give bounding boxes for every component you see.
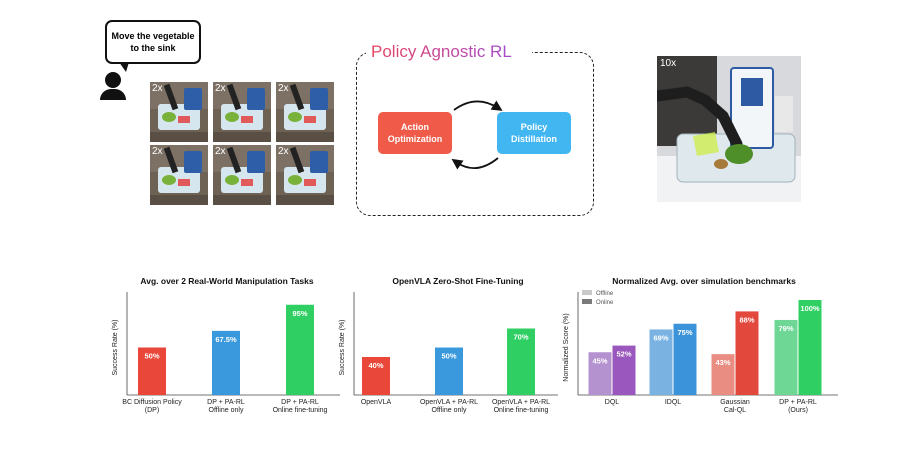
- tick-label: IDQL: [665, 399, 681, 406]
- robot-photo: 10x: [657, 56, 801, 202]
- bar-value-label: 40%: [368, 361, 383, 370]
- bar: [507, 328, 535, 395]
- tick-label: Online fine-tuning: [273, 407, 328, 414]
- tick-label: OpenVLA + PA-RL: [420, 399, 478, 406]
- tick-label: DP + PA-RL: [207, 399, 245, 406]
- legend-swatch: [582, 299, 592, 304]
- action-optimization-box: Action Optimization: [378, 112, 452, 154]
- bar-value-label: 50%: [144, 352, 159, 361]
- bar-value-label: 88%: [739, 315, 754, 324]
- rollout-photo-tile: 2x: [150, 145, 208, 205]
- bar-value-label: 50%: [441, 352, 456, 361]
- bar: [286, 304, 314, 395]
- chart1-title: Avg. over 2 Real-World Manipulation Task…: [140, 276, 314, 286]
- bar: [711, 354, 735, 395]
- title-mask: [366, 46, 532, 58]
- policy-distillation-box: Policy Distillation: [497, 112, 571, 154]
- bottom-arrow: [451, 157, 499, 170]
- chart3-title: Normalized Avg. over simulation benchmar…: [612, 276, 796, 286]
- bar-value-label: 43%: [715, 358, 730, 367]
- rollout-photo-tile: 2x: [213, 145, 271, 205]
- rollout-photo-tile: 2x: [276, 82, 334, 142]
- speed-label: 2x: [215, 146, 226, 157]
- top-arrow: [453, 100, 503, 111]
- legend-label: Offline: [596, 291, 614, 297]
- speed-label: 2x: [215, 83, 226, 94]
- tick-label: DP + PA-RL: [281, 399, 319, 406]
- bar: [649, 329, 673, 395]
- person-icon: [105, 72, 121, 88]
- speed-label: 2x: [278, 146, 289, 157]
- bar-value-label: 52%: [616, 350, 631, 359]
- bar: [798, 300, 822, 395]
- y-axis-label: Success Rate (%): [339, 319, 346, 375]
- bar: [212, 330, 240, 395]
- cycle-arrows: [451, 100, 503, 170]
- bar-value-label: 67.5%: [215, 335, 237, 344]
- tick-label: OpenVLA + PA-RL: [492, 399, 550, 406]
- tick-label: DP + PA-RL: [779, 399, 817, 406]
- speed-label: 2x: [152, 146, 163, 157]
- bar-value-label: 70%: [513, 333, 528, 342]
- tick-label: DQL: [605, 399, 620, 406]
- bar-value-label: 75%: [677, 328, 692, 337]
- tick-label: Gaussian: [720, 399, 750, 406]
- bar-value-label: 45%: [592, 356, 607, 365]
- instruction-bubble: Move the vegetable to the sink: [105, 20, 201, 64]
- bar: [138, 347, 166, 395]
- bar-value-label: 79%: [778, 324, 793, 333]
- legend-label: Online: [596, 300, 614, 306]
- bar-value-label: 95%: [292, 309, 307, 318]
- bar-value-label: 69%: [653, 333, 668, 342]
- policy-agnostic-rl-title: Policy Agnostic RL: [368, 42, 515, 62]
- bar: [774, 319, 798, 395]
- tick-label: Cal-QL: [724, 407, 746, 414]
- tick-label: Offline only: [209, 407, 244, 414]
- legend-swatch: [582, 290, 592, 295]
- bar: [588, 352, 612, 395]
- instruction-text: Move the vegetable to the sink: [111, 31, 195, 53]
- y-axis-label: Normalized Score (%): [563, 313, 570, 381]
- chart2-title: OpenVLA Zero-Shot Fine-Tuning: [392, 276, 524, 286]
- tick-label: (DP): [145, 407, 159, 414]
- rollout-photo-tile: 2x: [150, 82, 208, 142]
- bar: [362, 357, 390, 395]
- bar: [435, 347, 463, 395]
- y-axis-label: Success Rate (%): [112, 319, 119, 375]
- rollout-photo-tile: 2x: [213, 82, 271, 142]
- tick-label: OpenVLA: [361, 399, 392, 406]
- speed-label: 2x: [152, 83, 163, 94]
- tick-label: BC Diffusion Policy: [122, 399, 182, 406]
- tick-label: Online fine-tuning: [494, 407, 549, 414]
- speed-label: 10x: [660, 58, 677, 69]
- rollout-photo-tile: 2x: [276, 145, 334, 205]
- tick-label: (Ours): [788, 407, 808, 414]
- bar: [673, 323, 697, 395]
- bubble-tail: [119, 62, 129, 72]
- person-body-icon: [100, 89, 126, 100]
- tick-label: Offline only: [432, 407, 467, 414]
- speed-label: 2x: [278, 83, 289, 94]
- bar: [735, 311, 759, 395]
- bar-value-label: 100%: [800, 304, 820, 313]
- bar: [612, 345, 636, 395]
